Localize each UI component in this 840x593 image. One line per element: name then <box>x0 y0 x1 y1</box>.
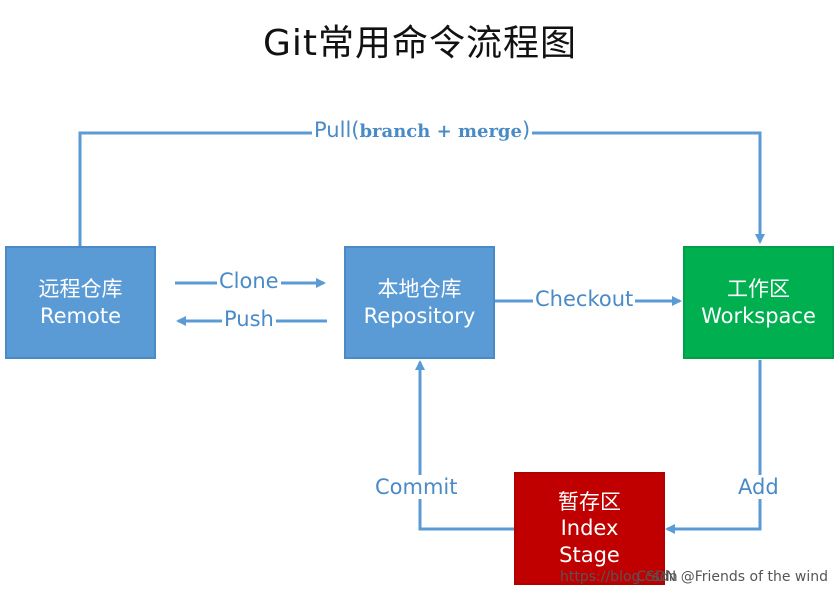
remote-node-cn: 远程仓库 <box>38 277 123 302</box>
commit-arrow <box>415 360 514 531</box>
push-label: Push <box>222 307 276 331</box>
workspace-node-en: Workspace <box>701 303 816 328</box>
workspace-node: 工作区 Workspace <box>683 246 834 359</box>
local-repo-node: 本地仓库 Repository <box>344 246 495 359</box>
pull-label-inner: branch + merge <box>359 121 522 142</box>
pull-label-suffix: ) <box>521 118 531 142</box>
pull-label-prefix: Pull( <box>314 118 360 142</box>
add-arrow <box>665 360 762 534</box>
pull-arrow <box>78 131 765 246</box>
stage-node-cn: 暂存区 <box>558 490 621 515</box>
checkout-label: Checkout <box>533 287 636 311</box>
stage-node: 暂存区 Index Stage <box>514 472 665 585</box>
commit-label: Commit <box>373 475 460 499</box>
add-label: Add <box>736 475 781 499</box>
remote-node-en: Remote <box>39 303 122 328</box>
pull-label: Pull(branch + merge) <box>312 118 533 142</box>
remote-node: 远程仓库 Remote <box>5 246 156 359</box>
stage-node-en-index: Index <box>560 516 619 541</box>
stage-node-en-stage: Stage <box>559 542 620 567</box>
diagram-title: Git常用命令流程图 <box>262 23 577 64</box>
local-repo-node-en: Repository <box>363 303 476 328</box>
workspace-node-cn: 工作区 <box>727 277 790 302</box>
local-repo-node-cn: 本地仓库 <box>377 277 462 302</box>
watermark-url: https://blog.csdn <box>560 569 678 585</box>
clone-label: Clone <box>217 269 281 293</box>
watermark-text: CSDN @Friends of the wind <box>636 569 828 585</box>
